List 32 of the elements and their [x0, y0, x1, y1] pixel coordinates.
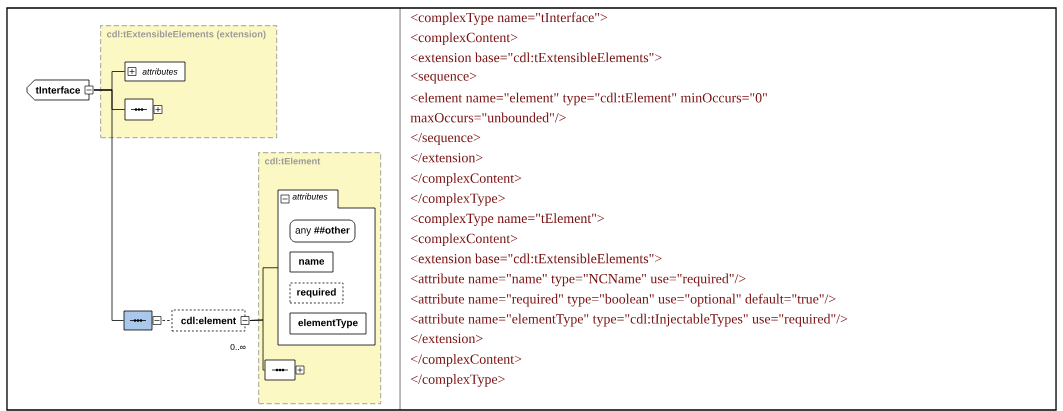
- code-line: </extension>: [410, 333, 483, 344]
- wildcard-box: any ##other: [289, 219, 356, 243]
- sequence-octagon: [124, 98, 163, 121]
- connector-line: [93, 89, 124, 321]
- code-line: <element name="element" type="cdl:tElement" minOccurs="0" maxOccurs="unbounded"/>: [410, 92, 767, 123]
- code-line: </extension>: [410, 153, 483, 163]
- code-line: <complexType name="tElement">: [410, 213, 605, 226]
- connector-line: [249, 319, 265, 371]
- code-line: <extension base="cdl:tExtensibleElements">: [410, 52, 662, 63]
- code-line: </complexType>: [410, 193, 505, 206]
- code-line: <attribute name="elementType" type="cdl:tInjectableTypes" use="required"/>: [410, 313, 848, 327]
- code-line: <complexContent>: [410, 233, 518, 246]
- code-line: <complexContent>: [410, 32, 518, 45]
- element-box: cdl:element: [171, 309, 250, 332]
- code-line: </complexContent>: [410, 354, 522, 367]
- connector-line: [162, 320, 172, 321]
- multiplicity-label: 0..∞: [230, 343, 246, 351]
- code-line: </complexContent>: [410, 173, 522, 186]
- attribute-box: name: [289, 251, 334, 273]
- code-line: <attribute name="required" type="boolean" use="optional" default="true"/>: [410, 293, 836, 307]
- attributes-box: attributes: [124, 61, 186, 82]
- code-line: <complexType name="tInterface">: [410, 12, 608, 26]
- code-line: </sequence>: [410, 132, 481, 145]
- sequence-octagon: [123, 310, 162, 331]
- code-line: <extension base="cdl:tExtensibleElements">: [410, 253, 662, 264]
- element-box: tInterface: [26, 79, 94, 101]
- attribute-box: required: [289, 282, 344, 304]
- code-line: <sequence>: [410, 72, 477, 84]
- sequence-octagon: [264, 359, 305, 381]
- code-line: <attribute name="name" type="NCName" use="required"/>: [410, 273, 746, 287]
- code-line: </complexType>: [410, 374, 505, 387]
- attribute-box: elementType: [289, 312, 367, 335]
